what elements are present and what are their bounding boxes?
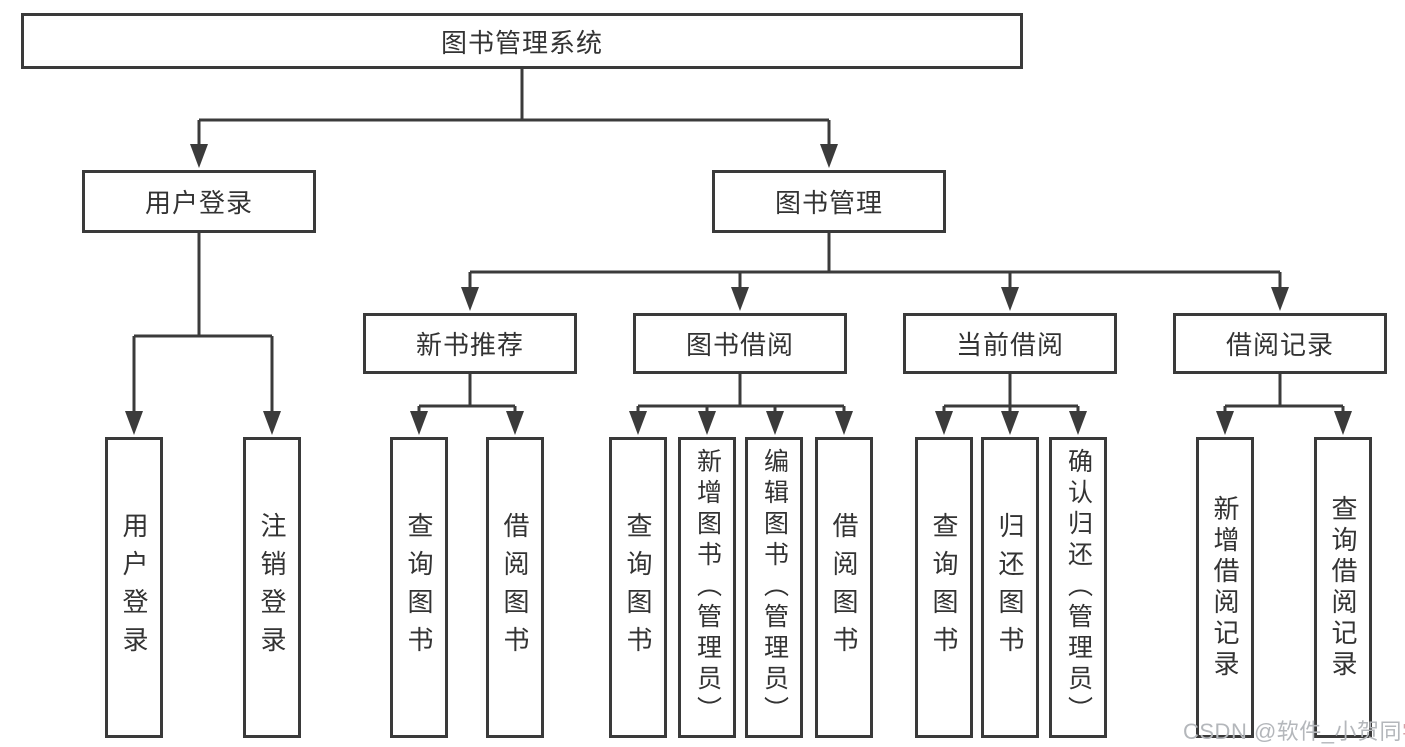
node-book-management: 图书管理 <box>712 170 946 233</box>
node-label: 新增借阅记录 <box>1210 494 1240 681</box>
node-user-login: 用户登录 <box>82 170 316 233</box>
node-add-borrow-record: 新增借阅记录 <box>1196 437 1254 738</box>
node-borrow-books-recommend: 借阅图书 <box>486 437 544 738</box>
csdn-watermark: CSDN @软件_小贺同学 <box>1183 714 1405 746</box>
node-label: 注销登录 <box>257 511 287 664</box>
node-label: 新增图书（管理员） <box>693 448 722 727</box>
node-user-login-leaf: 用户登录 <box>105 437 163 738</box>
node-query-books-current: 查询图书 <box>915 437 973 738</box>
node-label: 编辑图书（管理员） <box>760 448 789 727</box>
node-label: 图书借阅 <box>685 330 794 360</box>
node-label: 图书管理系统 <box>440 27 603 58</box>
node-query-borrow-record: 查询借阅记录 <box>1314 437 1372 738</box>
node-current-borrow: 当前借阅 <box>903 313 1117 374</box>
node-edit-books-admin: 编辑图书（管理员） <box>745 437 803 738</box>
node-book-borrow: 图书借阅 <box>633 313 847 374</box>
csdn-watermark-tail: 学 <box>1402 719 1405 744</box>
node-label: 查询图书 <box>623 511 653 664</box>
node-label: 用户登录 <box>144 188 253 218</box>
node-label: 查询图书 <box>929 511 959 664</box>
node-query-books-recommend: 查询图书 <box>390 437 448 738</box>
node-add-books-admin: 新增图书（管理员） <box>678 437 736 738</box>
node-borrow-books-leaf: 借阅图书 <box>815 437 873 738</box>
node-label: 查询图书 <box>404 511 434 664</box>
node-label: 借阅记录 <box>1225 330 1334 360</box>
node-label: 归还图书 <box>995 511 1025 664</box>
node-query-books-borrow: 查询图书 <box>609 437 667 738</box>
node-new-book-recommend: 新书推荐 <box>363 313 577 374</box>
csdn-watermark-text: CSDN @软件_小贺同 <box>1183 719 1403 744</box>
node-library-system: 图书管理系统 <box>21 13 1023 69</box>
node-label: 借阅图书 <box>829 511 859 664</box>
node-label: 当前借阅 <box>955 330 1064 360</box>
node-confirm-return-admin: 确认归还（管理员） <box>1049 437 1107 738</box>
node-label: 图书管理 <box>774 188 883 218</box>
node-label: 确认归还（管理员） <box>1064 448 1093 727</box>
node-label: 借阅图书 <box>500 511 530 664</box>
node-return-books: 归还图书 <box>981 437 1039 738</box>
node-label: 查询借阅记录 <box>1328 494 1358 681</box>
node-label: 用户登录 <box>119 511 149 664</box>
node-borrow-records: 借阅记录 <box>1173 313 1387 374</box>
node-label: 新书推荐 <box>415 330 524 360</box>
node-logout-leaf: 注销登录 <box>243 437 301 738</box>
